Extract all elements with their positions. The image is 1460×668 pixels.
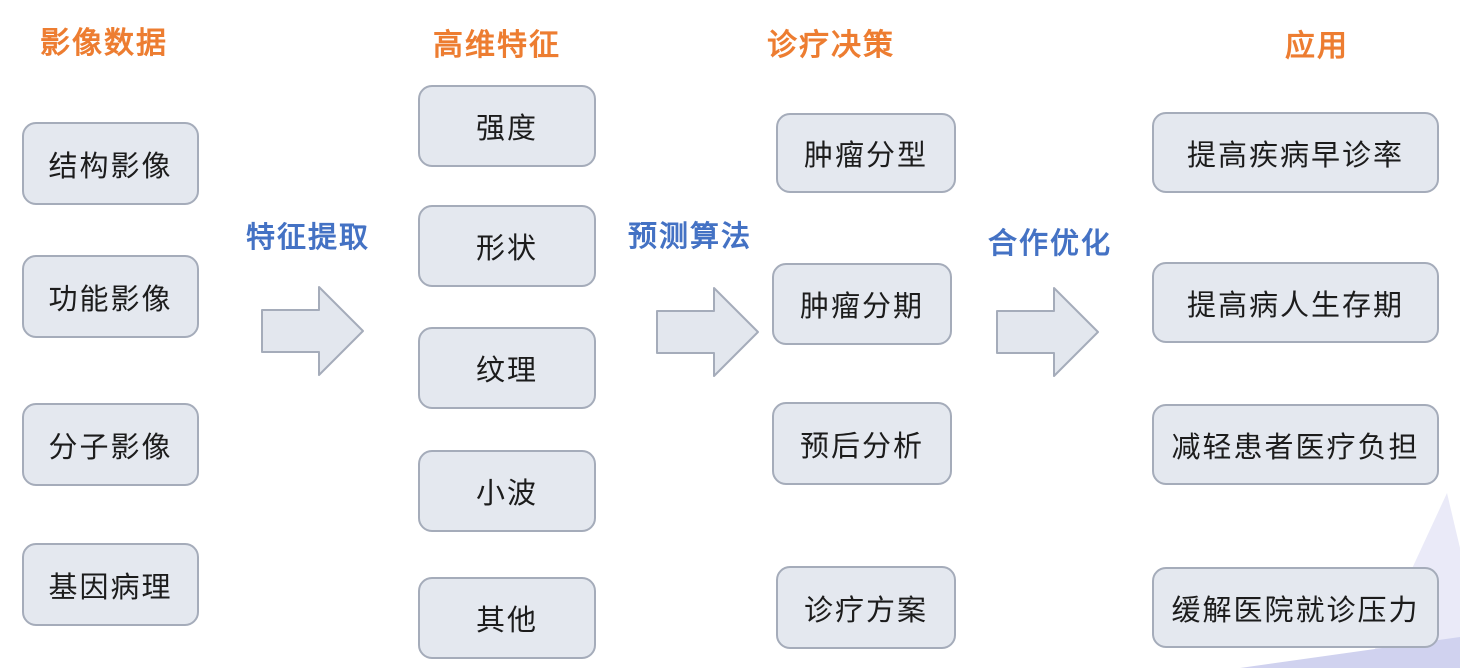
node-gene-pathology: 基因病理	[22, 543, 199, 626]
block-arrow-icon-prediction-algorithm	[656, 287, 759, 377]
arrow-label-prediction-algorithm: 预测算法	[628, 221, 753, 253]
column-header-imaging-data: 影像数据	[40, 27, 168, 60]
node-treatment-plan: 诊疗方案	[776, 566, 956, 649]
node-relieve-hospital-pressure: 缓解医院就诊压力	[1152, 567, 1439, 648]
node-tumor-staging: 肿瘤分期	[772, 263, 952, 345]
node-intensity: 强度	[418, 85, 596, 167]
node-wavelet: 小波	[418, 450, 596, 532]
node-structural-imaging: 结构影像	[22, 122, 199, 205]
node-reduce-patient-medical-burden: 减轻患者医疗负担	[1152, 404, 1439, 485]
column-header-diagnosis-decision: 诊疗决策	[767, 29, 895, 62]
block-arrow-icon-feature-extraction	[261, 286, 364, 376]
node-tumor-typing: 肿瘤分型	[776, 113, 956, 193]
column-header-application: 应用	[1285, 30, 1349, 63]
node-shape: 形状	[418, 205, 596, 287]
node-improve-patient-survival: 提高病人生存期	[1152, 262, 1439, 343]
node-texture: 纹理	[418, 327, 596, 409]
block-arrow-icon-collaborative-optimization	[996, 287, 1099, 377]
node-improve-early-diagnosis-rate: 提高疾病早诊率	[1152, 112, 1439, 193]
arrow-label-feature-extraction: 特征提取	[246, 222, 371, 254]
column-header-high-dim-features: 高维特征	[433, 29, 561, 62]
node-prognosis-analysis: 预后分析	[772, 402, 952, 485]
node-functional-imaging: 功能影像	[22, 255, 199, 338]
arrow-label-collaborative-optimization: 合作优化	[988, 228, 1113, 260]
node-molecular-imaging: 分子影像	[22, 403, 199, 486]
node-other: 其他	[418, 577, 596, 659]
